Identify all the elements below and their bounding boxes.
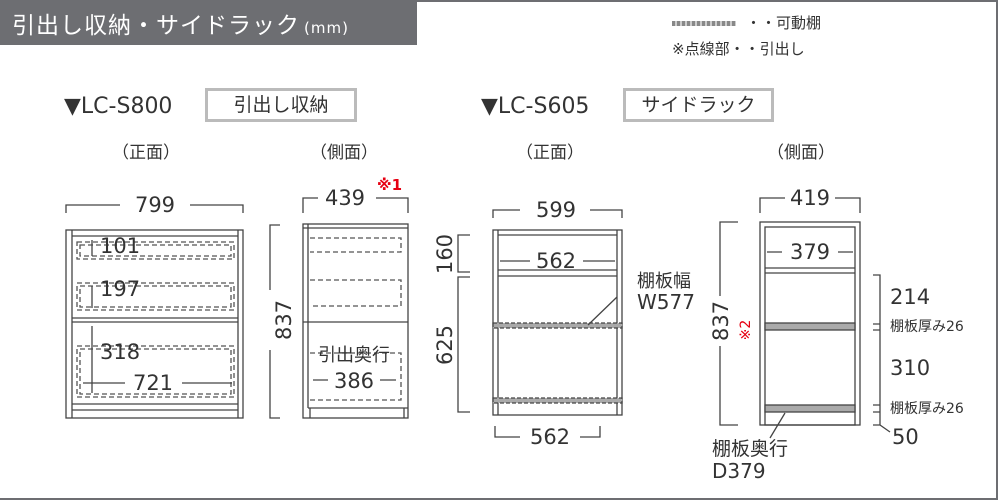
drawing-line: [83, 240, 232, 393]
model-name-s605: ▼LC-S605: [481, 94, 590, 119]
movable-shelf: [764, 322, 856, 331]
legend-dotted: ※点線部・・引出し: [672, 40, 805, 58]
inner-width-top: 562: [536, 249, 576, 273]
drawing-line: [302, 223, 409, 419]
shelf-width-label: 棚板幅: [637, 271, 691, 292]
shelf-thickness-1: 棚板厚み26: [890, 319, 964, 335]
drawer-height-1: 101: [100, 234, 140, 258]
view-label-front: （正面）: [112, 143, 180, 163]
s800-side: 439 ※1 837 引出奥行 386: [269, 176, 409, 419]
dim-upper-height: 160: [433, 234, 457, 274]
drawer-outlines: [76, 241, 235, 398]
note-2: ※2: [738, 320, 754, 341]
drawing-line: [719, 221, 738, 426]
drawer-depth: 386: [334, 369, 374, 393]
drawing-line: [79, 244, 232, 257]
dashed-shelf-icon: [672, 21, 736, 26]
dim-lower-height: 625: [433, 325, 457, 365]
inner-depth: 379: [790, 240, 830, 264]
tag-drawer-storage: 引出し収納: [205, 88, 357, 122]
model-name-s800: ▼LC-S800: [64, 94, 173, 119]
drawing-line: [269, 224, 280, 419]
drawing-line: [759, 197, 861, 213]
dim-width: 599: [536, 198, 576, 222]
dim-line-width: [65, 204, 244, 213]
bottom-height: 50: [892, 425, 919, 449]
drawing-line: [79, 285, 232, 308]
dim-depth: 439: [325, 186, 365, 210]
gap-1: 214: [890, 285, 930, 309]
drawer-height-2: 197: [100, 277, 140, 301]
dim-height: 837: [272, 300, 296, 340]
dim-depth: 419: [790, 186, 830, 210]
dim-width: 799: [135, 193, 175, 217]
drawing-line: [310, 237, 402, 401]
s800-front: 799 101 197 318 721: [65, 193, 244, 419]
drawing-line: [494, 426, 601, 438]
drawing-line: [302, 197, 409, 213]
drawing-line: [769, 412, 786, 439]
drawer-depth-label: 引出奥行: [318, 345, 390, 366]
drawing-line: [76, 241, 235, 260]
shelf-width: W577: [637, 290, 695, 314]
drawing-line: [587, 296, 618, 326]
movable-shelf: [492, 397, 623, 404]
legend-movable-text: ・・可動棚: [746, 14, 822, 32]
inner-width-bottom: 562: [530, 425, 570, 449]
view-label-side: （側面）: [767, 143, 835, 163]
tag-side-rack: サイドラック: [623, 88, 774, 122]
drawer-height-3: 318: [100, 340, 140, 364]
page-title: 引出し収納・サイドラック(mm): [12, 6, 349, 40]
cabinet-outline: [65, 229, 244, 419]
shelf-depth-label: 棚板奥行: [712, 438, 788, 460]
s605-side: 419 837 ※2 379 214 棚板厚み26 310 棚板厚み26 50 …: [709, 186, 964, 483]
drawing-line: [79, 348, 232, 395]
shelf-depth: D379: [712, 459, 766, 483]
drawing-line: [310, 352, 402, 401]
dim-height: 837: [709, 301, 733, 341]
drawer-width: 721: [133, 371, 173, 395]
shelf-thickness-2: 棚板厚み26: [890, 401, 964, 417]
view-label-front: （正面）: [516, 143, 584, 163]
drawing-line: [310, 279, 402, 307]
movable-shelf: [764, 404, 856, 413]
drawing-line: [310, 237, 402, 253]
title-text: 引出し収納・サイドラック: [12, 13, 300, 39]
gap-2: 310: [890, 356, 930, 380]
unit-label: (mm): [304, 19, 349, 37]
legend-movable: ・・可動棚: [672, 12, 821, 33]
note-1: ※1: [377, 176, 402, 194]
drawing-line: [873, 274, 891, 433]
movable-shelf: [492, 322, 623, 329]
drawing-line: [76, 282, 235, 311]
s605-front: 599 562 160 625 562 棚板幅 W577: [433, 198, 695, 449]
view-label-side: （側面）: [310, 143, 378, 163]
header-banner: 引出し収納・サイドラック(mm): [0, 0, 417, 45]
drawing-line: [492, 209, 623, 218]
drawing-line: [457, 234, 470, 413]
